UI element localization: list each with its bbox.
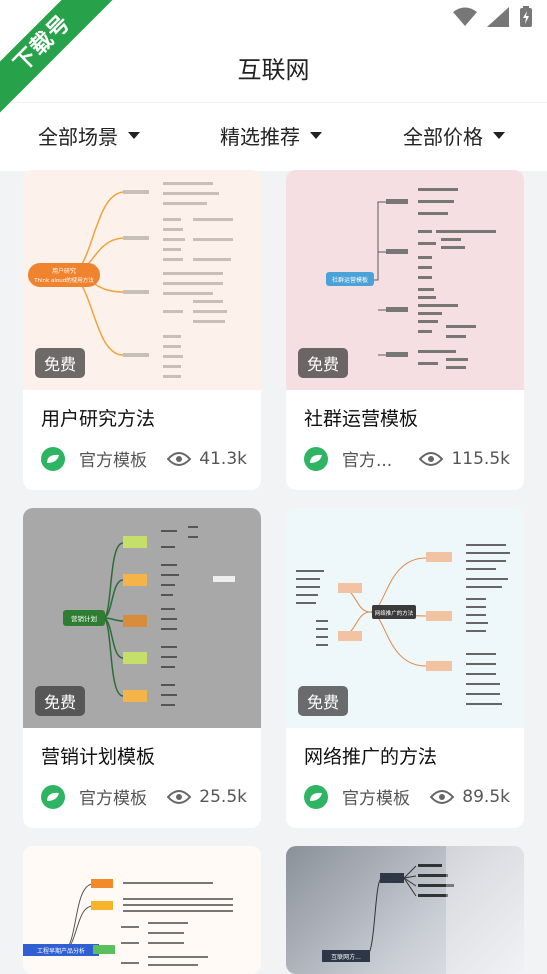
- card-meta: 官方... 115.5k: [304, 446, 510, 471]
- header: 互联网: [0, 34, 547, 102]
- filter-scene[interactable]: 全部场景: [38, 121, 140, 150]
- card-meta: 官方模板 41.3k: [41, 446, 247, 471]
- caret-down-icon: [128, 132, 140, 139]
- card-source: 官方模板: [79, 789, 147, 809]
- free-badge: 免费: [298, 348, 349, 378]
- card-meta: 官方模板 89.5k: [304, 784, 510, 809]
- thumb-center-text-2: Think aloud的使用方法: [33, 276, 94, 284]
- filter-price-label: 全部价格: [403, 125, 483, 149]
- official-logo-icon: [41, 784, 65, 809]
- view-count: 41.3k: [199, 448, 247, 469]
- filter-recommend[interactable]: 精选推荐: [220, 121, 322, 150]
- battery-icon: [520, 6, 532, 27]
- signal-icon: [487, 7, 509, 27]
- card-title: 用户研究方法: [41, 408, 156, 430]
- thumb-center-text: 网络推广的方法: [375, 609, 414, 617]
- template-card[interactable]: 工程早期产品分析: [23, 846, 261, 974]
- eye-icon: [167, 789, 192, 804]
- card-title: 网络推广的方法: [304, 746, 438, 768]
- wifi-icon: [453, 7, 477, 26]
- thumb-center-text: 工程早期产品分析: [37, 947, 85, 955]
- card-thumbnail: 社群运营模板 免费: [286, 170, 524, 390]
- caret-down-icon: [310, 132, 322, 139]
- filter-recommend-label: 精选推荐: [220, 125, 300, 149]
- page-title: 互联网: [237, 56, 310, 84]
- card-source: 官方模板: [79, 451, 147, 471]
- view-count: 115.5k: [451, 448, 510, 469]
- official-logo-icon: [304, 784, 328, 809]
- template-card[interactable]: 社群运营模板 免费 社群运营模板 官方... 115.5k: [286, 170, 524, 490]
- view-count: 89.5k: [462, 786, 510, 807]
- caret-down-icon: [493, 132, 505, 139]
- template-card[interactable]: 用户研究 Think aloud的使用方法 免费 用户研究方法 官方模板 41.…: [23, 170, 261, 490]
- eye-icon: [419, 451, 444, 466]
- card-thumbnail: 营销计划 免费: [23, 508, 261, 728]
- eye-icon: [430, 789, 455, 804]
- free-badge: 免费: [35, 686, 86, 716]
- official-logo-icon: [304, 446, 328, 471]
- thumb-center-text: 用户研究: [52, 267, 76, 275]
- card-title: 社群运营模板: [304, 408, 419, 430]
- filter-price[interactable]: 全部价格: [403, 121, 505, 150]
- template-card[interactable]: 网络推广的方法 免费 网络推广的方法 官方模板 89.5k: [286, 508, 524, 828]
- card-thumbnail: 互联网方...: [286, 846, 524, 974]
- card-source: 官方模板: [342, 789, 410, 809]
- view-count: 25.5k: [199, 786, 247, 807]
- template-card[interactable]: 互联网方...: [286, 846, 524, 974]
- card-thumbnail: 用户研究 Think aloud的使用方法 免费: [23, 170, 261, 390]
- card-thumbnail: 工程早期产品分析: [23, 846, 261, 974]
- official-logo-icon: [41, 446, 65, 471]
- filter-scene-label: 全部场景: [38, 125, 118, 149]
- thumb-center-text: 营销计划: [71, 614, 97, 623]
- template-card[interactable]: 营销计划 免费 营销计划模板 官方模板 25.5k: [23, 508, 261, 828]
- thumb-center-text: 社群运营模板: [332, 276, 368, 284]
- free-badge: 免费: [298, 686, 349, 716]
- card-title: 营销计划模板: [41, 746, 156, 768]
- card-source: 官方...: [342, 451, 393, 471]
- free-badge: 免费: [35, 348, 86, 378]
- thumb-center-text: 互联网方...: [331, 953, 361, 961]
- card-thumbnail: 网络推广的方法 免费: [286, 508, 524, 728]
- filter-bar: 全部场景 精选推荐 全部价格: [0, 102, 547, 171]
- card-meta: 官方模板 25.5k: [41, 784, 247, 809]
- eye-icon: [167, 451, 192, 466]
